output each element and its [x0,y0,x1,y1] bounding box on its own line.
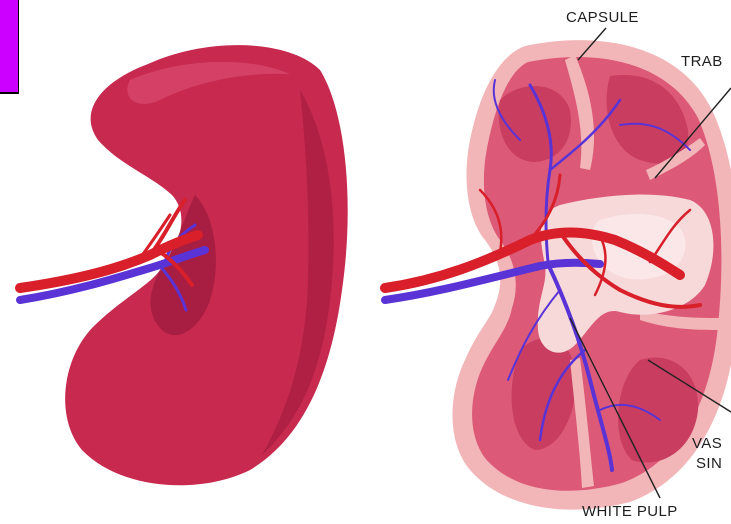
label-capsule: CAPSULE [566,9,639,26]
spleen-exterior [20,45,348,485]
label-vascular-line1: VAS [692,435,722,452]
spleen-cross-section: CAPSULE TRAB VAS SIN WHITE PULP [385,9,731,520]
label-vascular-line2: SIN [696,455,722,472]
label-white-pulp: WHITE PULP [582,503,678,520]
hilum-vessels-left [20,200,205,310]
label-trabeculae: TRAB [681,53,723,70]
